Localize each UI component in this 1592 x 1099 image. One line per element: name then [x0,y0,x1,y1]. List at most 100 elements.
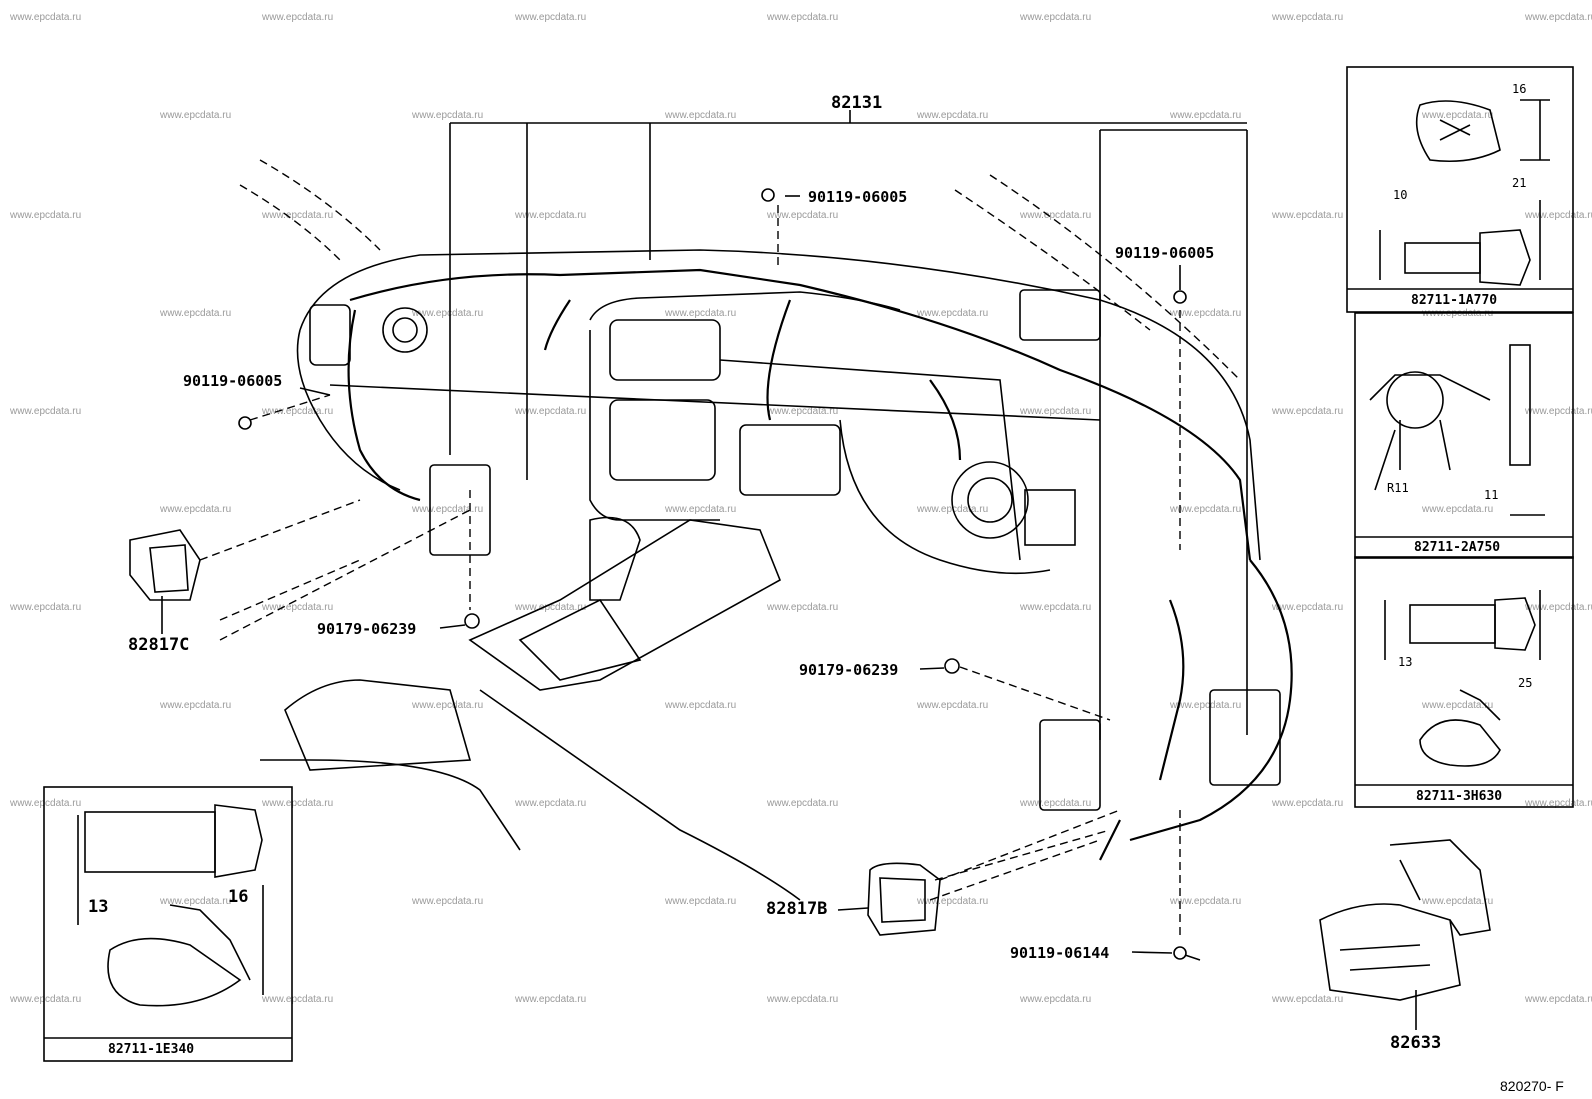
watermark: www.epcdata.ru [160,896,232,907]
label-block-82817b[interactable]: 82817B [766,899,828,919]
watermark: www.epcdata.ru [412,110,484,121]
clip-3h630-drawing [1384,590,1541,767]
watermark: www.epcdata.ru [1525,406,1592,417]
watermark: www.epcdata.ru [665,700,737,711]
watermark: www.epcdata.ru [262,994,334,1005]
label-clip-3h630[interactable]: 82711-3H630 [1416,789,1503,804]
watermark: www.epcdata.ru [665,308,737,319]
watermark: www.epcdata.ru [1525,210,1592,221]
watermark: www.epcdata.ru [262,798,334,809]
watermark: www.epcdata.ru [262,210,334,221]
watermark: www.epcdata.ru [515,210,587,221]
dim-clip-c-2: 25 [1518,676,1533,690]
clip-1a770-drawing [1379,99,1550,286]
dim-clip-a-2: 10 [1393,188,1408,202]
label-bolt-left[interactable]: 90119-06005 [183,372,283,390]
dim-clip-c-1: 13 [1398,655,1413,669]
label-nut-center[interactable]: 90179-06239 [799,661,899,679]
dim-clip-d-2: 16 [228,887,249,907]
watermark: www.epcdata.ru [1525,602,1592,613]
dim-clip-b-1: R11 [1387,481,1409,495]
watermark: www.epcdata.ru [665,110,737,121]
label-block-82817c[interactable]: 82817C [128,635,190,655]
watermark: www.epcdata.ru [1170,700,1242,711]
label-bolt-bottom[interactable]: 90119-06144 [1010,944,1110,962]
dim-clip-a-3: 21 [1512,176,1527,190]
fasteners [238,188,1201,961]
watermark: www.epcdata.ru [1525,12,1592,23]
watermark: www.epcdata.ru [1170,504,1242,515]
watermark: www.epcdata.ru [917,308,989,319]
watermark: www.epcdata.ru [1272,12,1344,23]
dim-clip-d-1: 13 [88,897,109,917]
label-bolt-right[interactable]: 90119-06005 [1115,244,1215,262]
watermark: www.epcdata.ru [10,406,82,417]
watermark: www.epcdata.ru [1422,504,1494,515]
watermark: www.epcdata.ru [1020,406,1092,417]
watermark: www.epcdata.ru [10,12,82,23]
dim-clip-b-2: 11 [1484,488,1499,502]
watermark: www.epcdata.ru [1272,798,1344,809]
watermark: www.epcdata.ru [1170,110,1242,121]
watermark: www.epcdata.ru [767,406,839,417]
watermark: www.epcdata.ru [412,700,484,711]
watermark: www.epcdata.ru [1020,602,1092,613]
watermark: www.epcdata.ru [160,700,232,711]
block-82817c-drawing [129,529,201,601]
watermark: www.epcdata.ru [917,700,989,711]
watermark: www.epcdata.ru [412,896,484,907]
watermark: www.epcdata.ru [160,308,232,319]
label-clip-2a750[interactable]: 82711-2A750 [1414,540,1501,555]
watermark: www.epcdata.ru [767,210,839,221]
watermark: www.epcdata.ru [1272,406,1344,417]
watermark: www.epcdata.ru [515,602,587,613]
watermark: www.epcdata.ru [515,406,587,417]
harness-leader-bracket [449,110,1248,740]
watermark: www.epcdata.ru [1020,994,1092,1005]
wire-bundles [347,268,1293,861]
label-clip-1a770[interactable]: 82711-1A770 [1411,293,1498,308]
watermark: www.epcdata.ru [1020,798,1092,809]
watermark: www.epcdata.ru [1422,700,1494,711]
watermark: www.epcdata.ru [767,602,839,613]
label-nut-left[interactable]: 90179-06239 [317,620,417,638]
watermark: www.epcdata.ru [767,994,839,1005]
watermark: www.epcdata.ru [1170,896,1242,907]
clip-2a750-drawing [1369,344,1545,516]
watermark: www.epcdata.ru [917,896,989,907]
dim-clip-a-1: 16 [1512,82,1527,96]
clip-1e340-drawing [77,804,264,1007]
watermark: www.epcdata.ru [767,12,839,23]
watermark: www.epcdata.ru [1422,110,1494,121]
watermark: www.epcdata.ru [767,798,839,809]
label-harness[interactable]: 82131 [831,93,883,113]
inset-frames [43,66,1574,1062]
watermark: www.epcdata.ru [1020,12,1092,23]
watermark: www.epcdata.ru [10,994,82,1005]
label-bolt-top[interactable]: 90119-06005 [808,188,908,206]
center-console [260,516,801,901]
watermark: www.epcdata.ru [262,12,334,23]
watermark: www.epcdata.ru [665,504,737,515]
watermark: www.epcdata.ru [1272,994,1344,1005]
watermark: www.epcdata.ru [1272,602,1344,613]
watermark: www.epcdata.ru [262,602,334,613]
fastener-leaders [199,205,1181,940]
watermark: www.epcdata.ru [515,12,587,23]
label-leaders [161,195,1417,1030]
watermark: www.epcdata.ru [665,896,737,907]
watermark: www.epcdata.ru [1422,896,1494,907]
watermark: www.epcdata.ru [1525,798,1592,809]
figure-code: 820270- F [1500,1078,1564,1094]
body-outline [219,159,1241,901]
watermark: www.epcdata.ru [1272,210,1344,221]
watermark: www.epcdata.ru [10,798,82,809]
label-clip-1e340[interactable]: 82711-1E340 [108,1042,195,1057]
block-82817b-drawing [867,862,941,936]
watermark: www.epcdata.ru [412,504,484,515]
label-cover-82633[interactable]: 82633 [1390,1033,1442,1053]
watermark: www.epcdata.ru [515,798,587,809]
watermark: www.epcdata.ru [515,994,587,1005]
